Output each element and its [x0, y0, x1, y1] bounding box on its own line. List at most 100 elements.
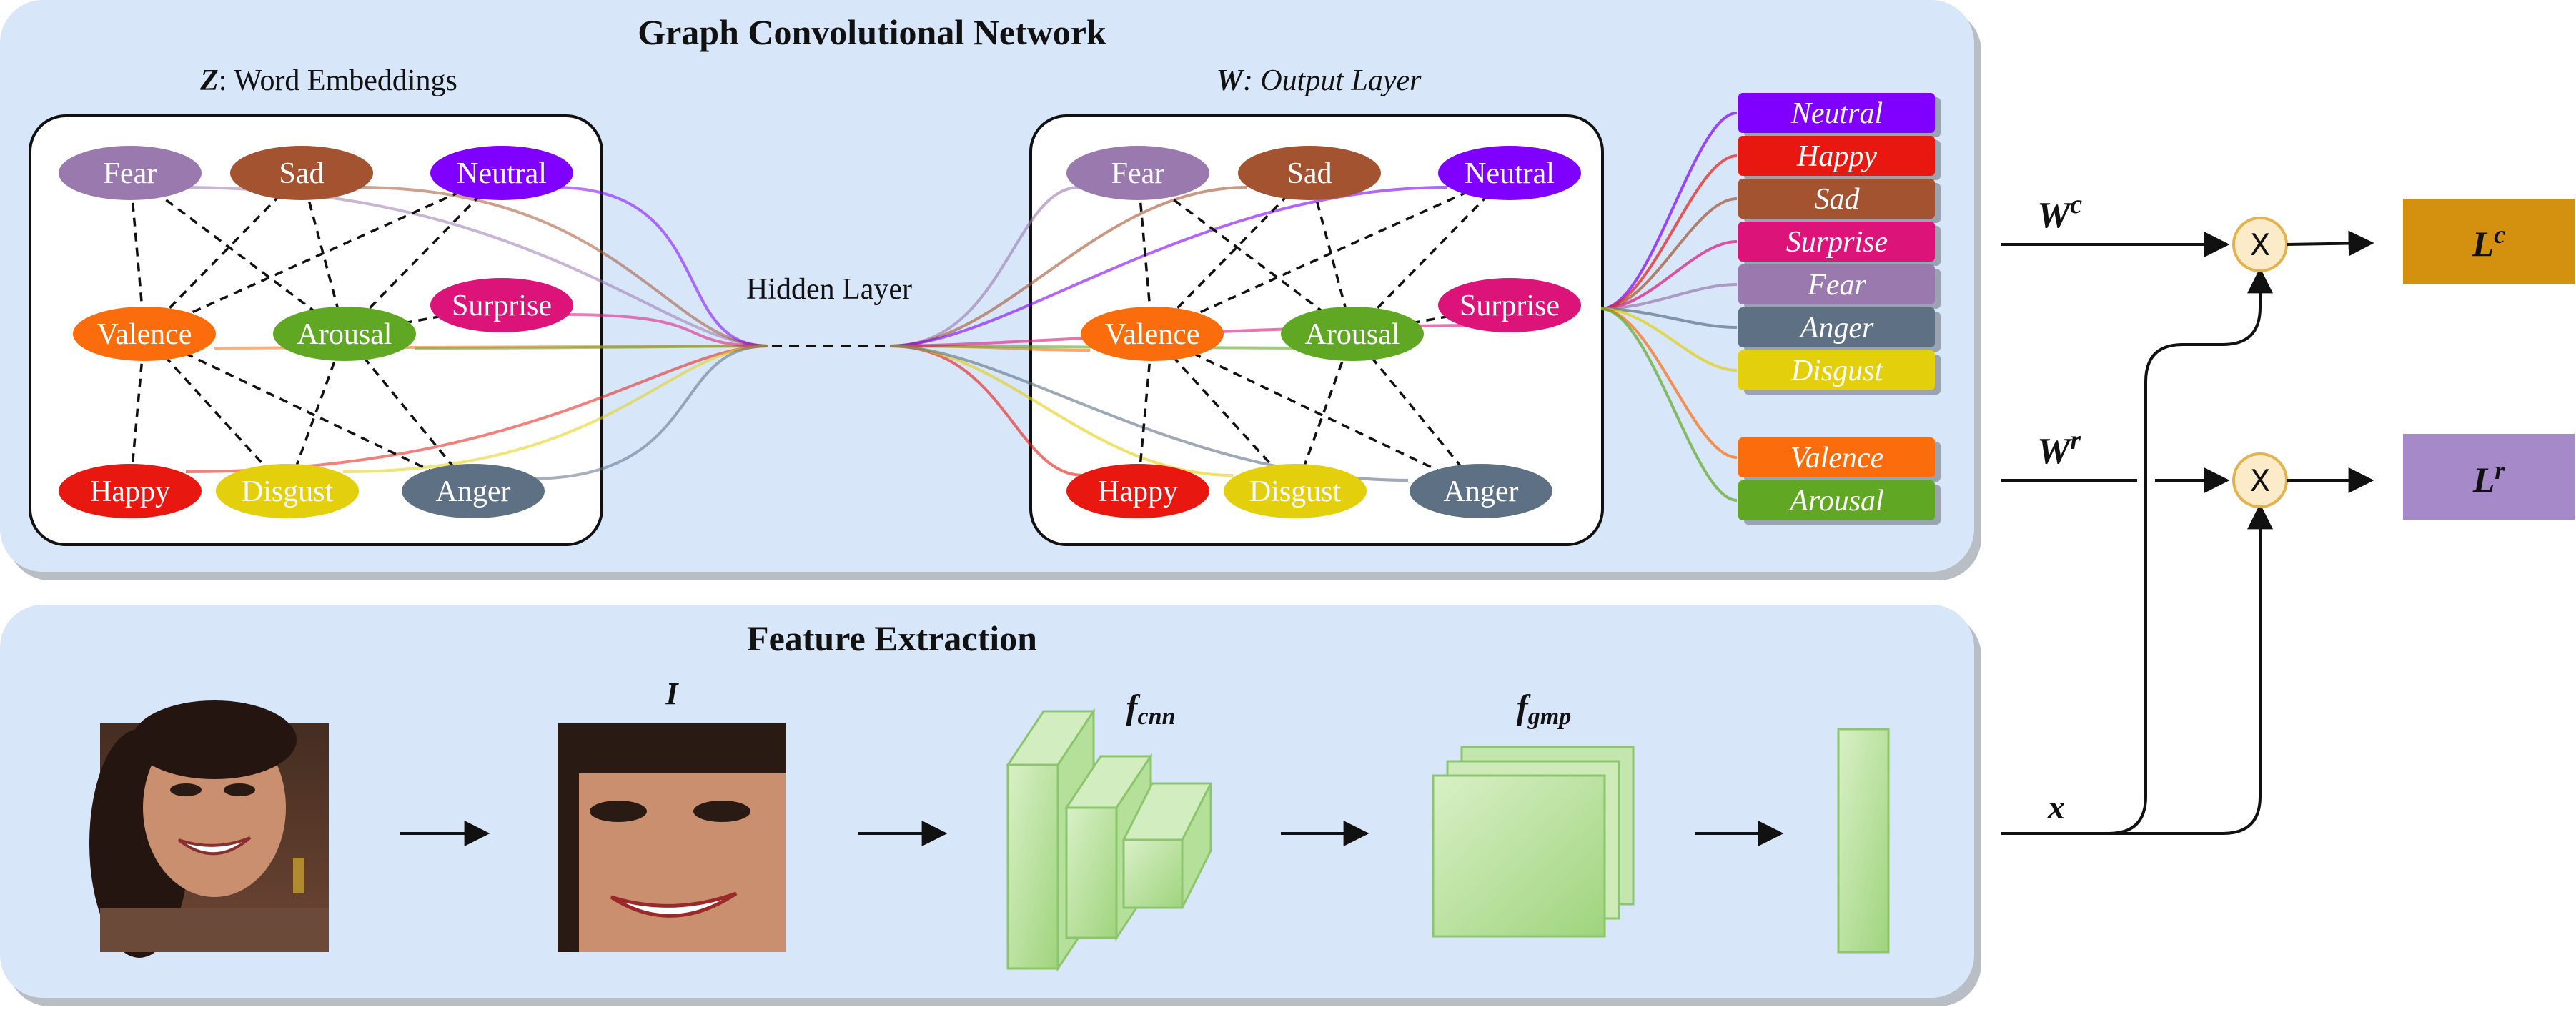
input-node-neutral: Neutral — [430, 146, 573, 200]
output-edge-valence-happy — [1136, 333, 1154, 492]
node-label: Anger — [1444, 475, 1519, 508]
output-tag-label: Neutral — [1790, 97, 1883, 130]
node-ellipse — [59, 146, 202, 200]
node-label: Valence — [1105, 318, 1200, 351]
input-edge-valence-happy — [129, 333, 146, 492]
lc-label-l: L — [2472, 224, 2495, 264]
z-symbol: Z — [199, 64, 219, 97]
image-label: I — [665, 676, 679, 711]
output-node-disgust: Disgust — [1224, 464, 1367, 518]
output-node-valence: Valence — [1081, 307, 1224, 361]
cnn-label: fcnn — [1126, 688, 1176, 730]
lc-label-sup: c — [2494, 220, 2505, 249]
curve-in-surprise — [564, 313, 769, 347]
input-node-arousal: Arousal — [273, 307, 416, 361]
lr-label-l: L — [2472, 460, 2495, 500]
node-ellipse — [230, 146, 373, 200]
output-node-sad: Sad — [1238, 146, 1381, 200]
curve-fan-sad — [1600, 197, 1738, 310]
node-ellipse — [1281, 307, 1424, 361]
curve-fan-neutral — [1600, 112, 1738, 310]
node-ellipse — [1238, 146, 1381, 200]
node-ellipse — [430, 278, 573, 332]
multiply-r-symbol: X — [2250, 463, 2271, 498]
output-edge-valence-anger — [1151, 332, 1482, 492]
node-label: Arousal — [297, 318, 392, 351]
curve-fan-anger — [1600, 307, 1738, 329]
curve-fan-valence — [1600, 307, 1738, 459]
curve-fan-surprise — [1600, 240, 1738, 310]
output-edge-arousal-surprise — [1352, 304, 1510, 335]
gmp-label-sub: gmp — [1527, 703, 1571, 730]
node-label: Fear — [104, 157, 157, 190]
curve-in-anger — [528, 345, 769, 480]
curve-fan-disgust — [1600, 307, 1738, 372]
node-ellipse — [1438, 146, 1581, 200]
wc-label-sup: c — [2070, 189, 2082, 219]
lc-label: Lc — [2472, 220, 2506, 264]
input-face-photo — [89, 700, 329, 958]
input-node-valence: Valence — [73, 307, 216, 361]
gcn-title: Graph Convolutional Network — [638, 12, 1106, 52]
output-node-happy: Happy — [1066, 464, 1209, 518]
input-node-anger: Anger — [402, 464, 545, 518]
input-edge-neutral-valence — [144, 172, 502, 335]
output-tag-valence — [1738, 437, 1935, 477]
input-edge-valence-anger — [144, 332, 474, 492]
curve-fan-fear — [1600, 283, 1738, 310]
cropped-face-photo — [558, 723, 786, 952]
output-tag-label: Surprise — [1786, 226, 1888, 259]
output-tag-label: Valence — [1790, 442, 1884, 475]
node-label: Happy — [1098, 475, 1178, 508]
node-label: Happy — [90, 475, 170, 508]
node-ellipse — [1410, 464, 1552, 518]
output-node-neutral: Neutral — [1438, 146, 1581, 200]
input-node-surprise: Surprise — [430, 278, 573, 332]
output-tag-arousal — [1738, 480, 1935, 520]
curve-in-happy — [185, 345, 769, 473]
cnn-label-f: f — [1126, 688, 1141, 726]
node-ellipse — [402, 464, 545, 518]
curve-in-sad — [357, 186, 769, 347]
lr-label: Lr — [2472, 456, 2506, 500]
cnn-blocks — [1006, 708, 1213, 972]
curve-fan-happy — [1600, 154, 1738, 310]
node-label: Disgust — [1249, 475, 1342, 508]
node-ellipse — [1081, 307, 1224, 361]
input-edge-arousal-anger — [343, 332, 475, 492]
lc-arrow — [2287, 230, 2374, 257]
output-tag-label: Sad — [1815, 183, 1861, 216]
gmp-label: fgmp — [1517, 688, 1571, 730]
output-tag-surprise — [1738, 222, 1935, 262]
input-edge-sad-valence — [143, 172, 303, 335]
output-tag-anger — [1738, 307, 1935, 347]
node-ellipse — [430, 146, 573, 200]
node-ellipse — [1066, 146, 1209, 200]
gmp-maps — [1432, 746, 1635, 938]
node-ellipse — [1438, 278, 1581, 332]
node-ellipse — [59, 464, 202, 518]
input-node-disgust: Disgust — [216, 464, 359, 518]
node-label: Surprise — [452, 289, 552, 322]
hidden-layer-label: Hidden Layer — [746, 273, 912, 306]
output-edge-sad-valence — [1151, 172, 1311, 335]
z-label-text: : Word Embeddings — [219, 64, 457, 97]
lr-box — [2403, 434, 2575, 520]
curve-out-sad — [889, 186, 1248, 347]
node-label: Valence — [97, 318, 192, 351]
w-symbol: W — [1216, 64, 1244, 97]
gmp-label-f: f — [1517, 688, 1531, 726]
output-tag-sad — [1738, 179, 1935, 219]
node-label: Arousal — [1305, 318, 1400, 351]
cnn-block-3 — [1121, 782, 1213, 909]
loss-section: Wc Wr x X X Lc Lr — [2001, 189, 2575, 835]
w-label-text: : Output Layer — [1243, 64, 1422, 97]
output-edge-arousal-anger — [1351, 332, 1482, 492]
wr-label: Wr — [2037, 425, 2081, 472]
output-edge-neutral-valence — [1151, 172, 1510, 335]
multiply-c-symbol: X — [2250, 227, 2271, 262]
output-tag-neutral — [1738, 93, 1935, 133]
node-ellipse — [273, 307, 416, 361]
